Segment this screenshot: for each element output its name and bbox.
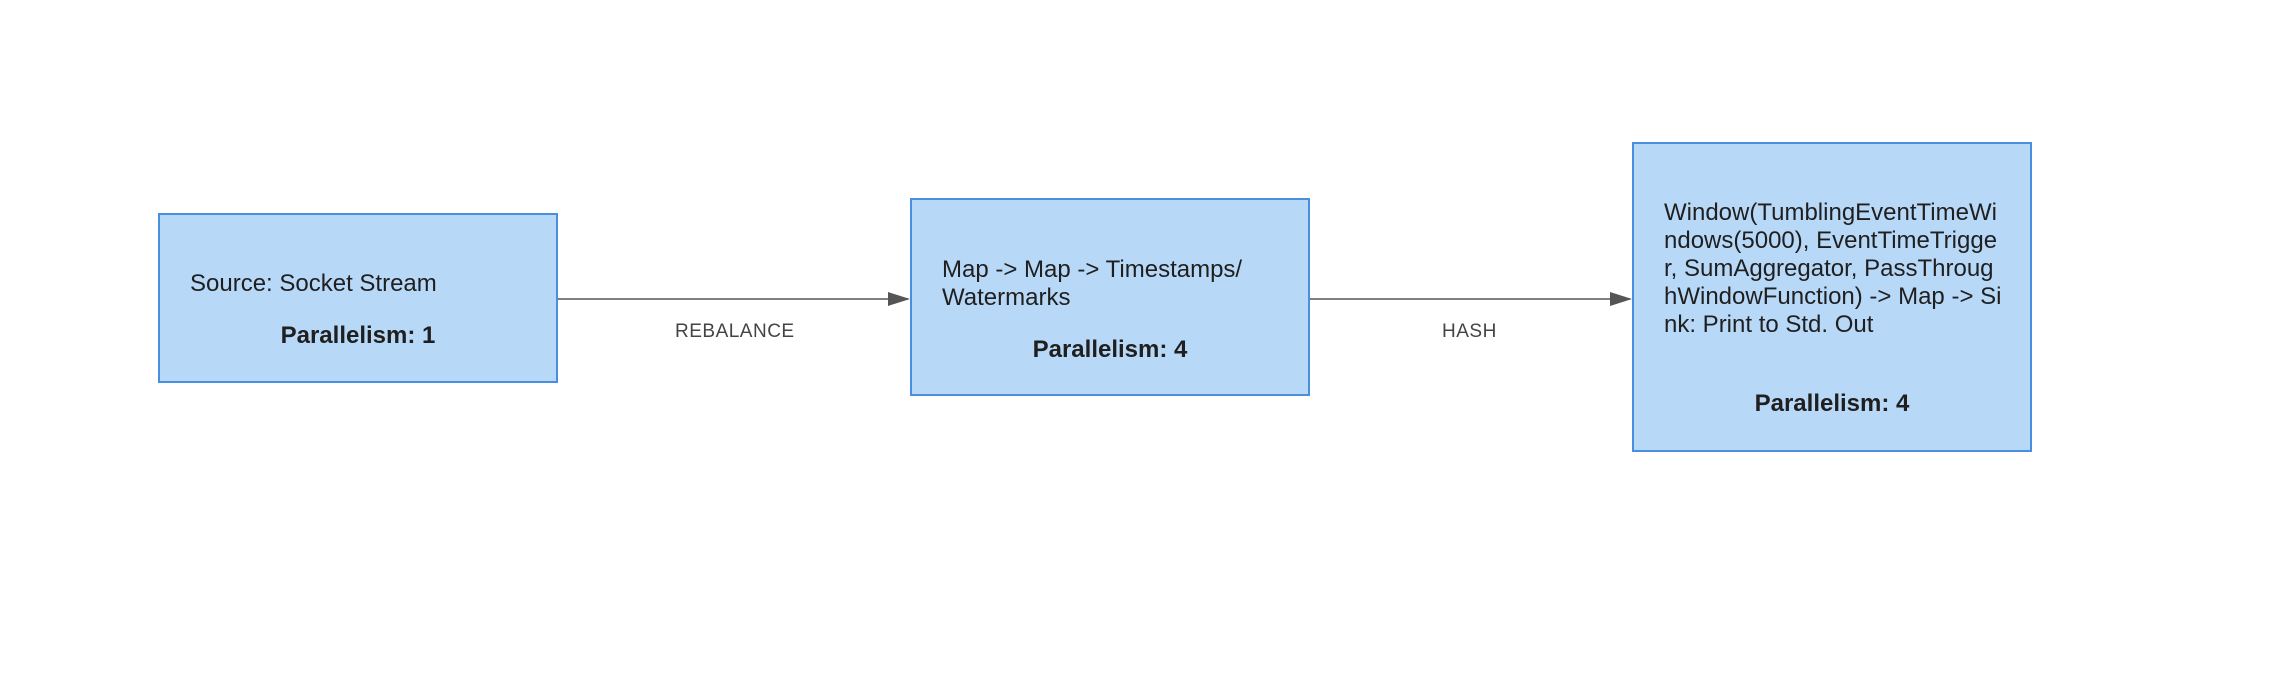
node-label: Map -> Map -> Timestamps/ Watermarks: [942, 256, 1243, 311]
edge-label-rebalance: REBALANCE: [675, 321, 795, 342]
node-parallelism: Parallelism: 4: [1754, 390, 1910, 417]
node-label: Window(TumblingEventTimeWindows(5000), E…: [1664, 199, 2002, 338]
node-window-sink[interactable]: Window(TumblingEventTimeWindows(5000), E…: [1632, 142, 2032, 452]
edge-label-hash: HASH: [1442, 321, 1497, 342]
node-parallelism: Parallelism: 1: [280, 322, 436, 349]
node-map-timestamps-watermarks[interactable]: Map -> Map -> Timestamps/ Watermarks Par…: [910, 198, 1310, 396]
node-source-socket-stream[interactable]: Source: Socket Stream Parallelism: 1: [158, 213, 558, 383]
node-label: Source: Socket Stream: [190, 270, 437, 297]
node-parallelism: Parallelism: 4: [1032, 336, 1188, 363]
